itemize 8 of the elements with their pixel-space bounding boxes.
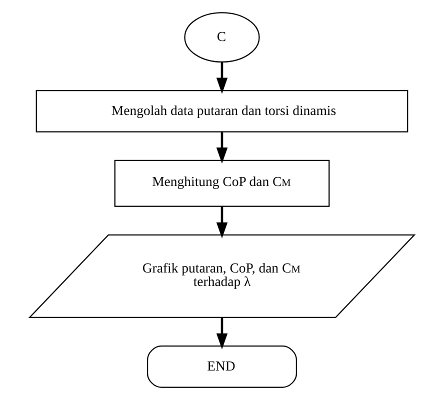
node-ellipse: C [184, 12, 260, 63]
node-box: Menghitung CoP dan CM [114, 160, 330, 207]
arrow [216, 318, 228, 350]
node-box: END [146, 346, 297, 388]
arrow [216, 132, 228, 164]
node-box: Mengolah data putaran dan torsi dinamis [35, 90, 408, 132]
arrow [216, 206, 228, 238]
arrow [216, 62, 228, 94]
